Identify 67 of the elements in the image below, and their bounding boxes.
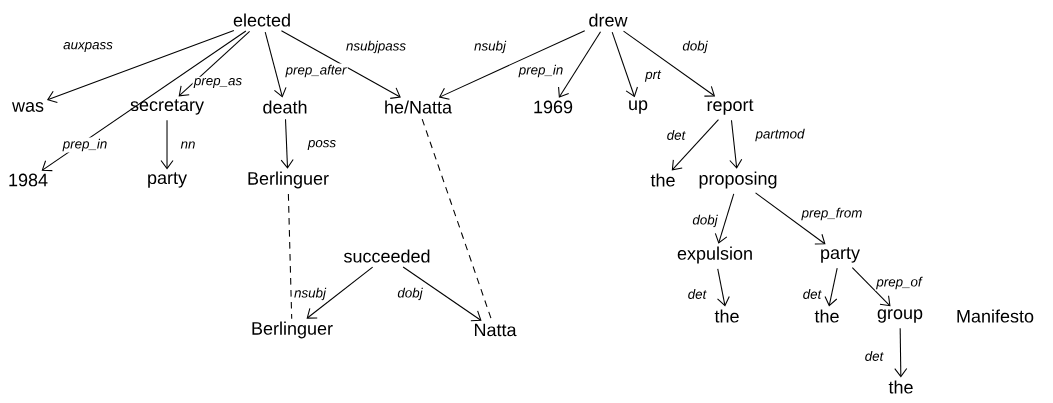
word: Manifesto (957, 309, 1034, 323)
edge-label: poss (306, 138, 338, 152)
word: 1969 (534, 100, 573, 114)
word: the (888, 380, 913, 394)
arrow (280, 118, 294, 169)
arrow (41, 30, 247, 172)
arrow (824, 267, 838, 307)
edge-label: nsubjpass (344, 39, 408, 55)
arrow (160, 119, 174, 170)
arrow (671, 119, 719, 171)
edge-label: prt (643, 68, 663, 84)
word: Berlinguer (252, 321, 333, 339)
edge-label: prep_after (284, 63, 348, 79)
edge-label: prep_of (875, 275, 923, 291)
edge-label: dobj (396, 286, 424, 302)
word: he/Natta (385, 100, 453, 114)
edge-label: det (686, 287, 708, 301)
word: party (821, 247, 860, 263)
arrow (623, 30, 716, 97)
word: the (650, 173, 675, 187)
edge-label: partmod (754, 127, 806, 143)
arrow (46, 29, 235, 104)
edge-label: det (801, 287, 823, 301)
arrow (306, 266, 374, 319)
arrow (264, 31, 287, 98)
edge-label: auxpass (61, 40, 115, 54)
edge-label: prep_in (61, 137, 109, 153)
edge-label: prep_from (800, 206, 864, 222)
edge-label: det (863, 349, 885, 363)
edge-label: dobj (681, 39, 709, 55)
word: expulsion (677, 246, 752, 264)
edge-label: nn (179, 140, 197, 150)
word: secretary (130, 99, 204, 115)
word: death (263, 100, 307, 114)
word: succeeded (344, 249, 430, 263)
word: the (814, 309, 839, 323)
arrow (402, 266, 482, 322)
word: up (629, 100, 648, 114)
word: Berlinguer (248, 171, 329, 189)
edge-label: dobj (691, 213, 719, 229)
arrow (714, 193, 735, 244)
arrow (717, 268, 730, 307)
edge-label: prep_as (192, 76, 244, 90)
word: elected (233, 13, 290, 27)
word: the (714, 309, 739, 323)
edge-label: prep_in (517, 63, 565, 79)
word: drew (589, 13, 628, 27)
edge-label: nsubj (472, 39, 508, 55)
arrow (755, 192, 826, 245)
word: party (148, 172, 187, 188)
word: was (12, 102, 44, 112)
word: Natta (475, 323, 517, 337)
edge-label: nsubj (292, 286, 328, 302)
arrow (280, 30, 401, 99)
arrow (558, 31, 602, 98)
arrow (851, 266, 891, 307)
word: group (877, 309, 923, 323)
arrow (894, 327, 908, 378)
arrow (729, 119, 743, 169)
arrow (178, 30, 251, 97)
edge-label: det (665, 128, 687, 142)
arrow (438, 30, 586, 100)
dashed-line (421, 118, 493, 322)
word: report (707, 99, 754, 115)
word: proposing (699, 171, 777, 189)
arrow (611, 31, 638, 98)
word: 1984 (9, 173, 48, 187)
